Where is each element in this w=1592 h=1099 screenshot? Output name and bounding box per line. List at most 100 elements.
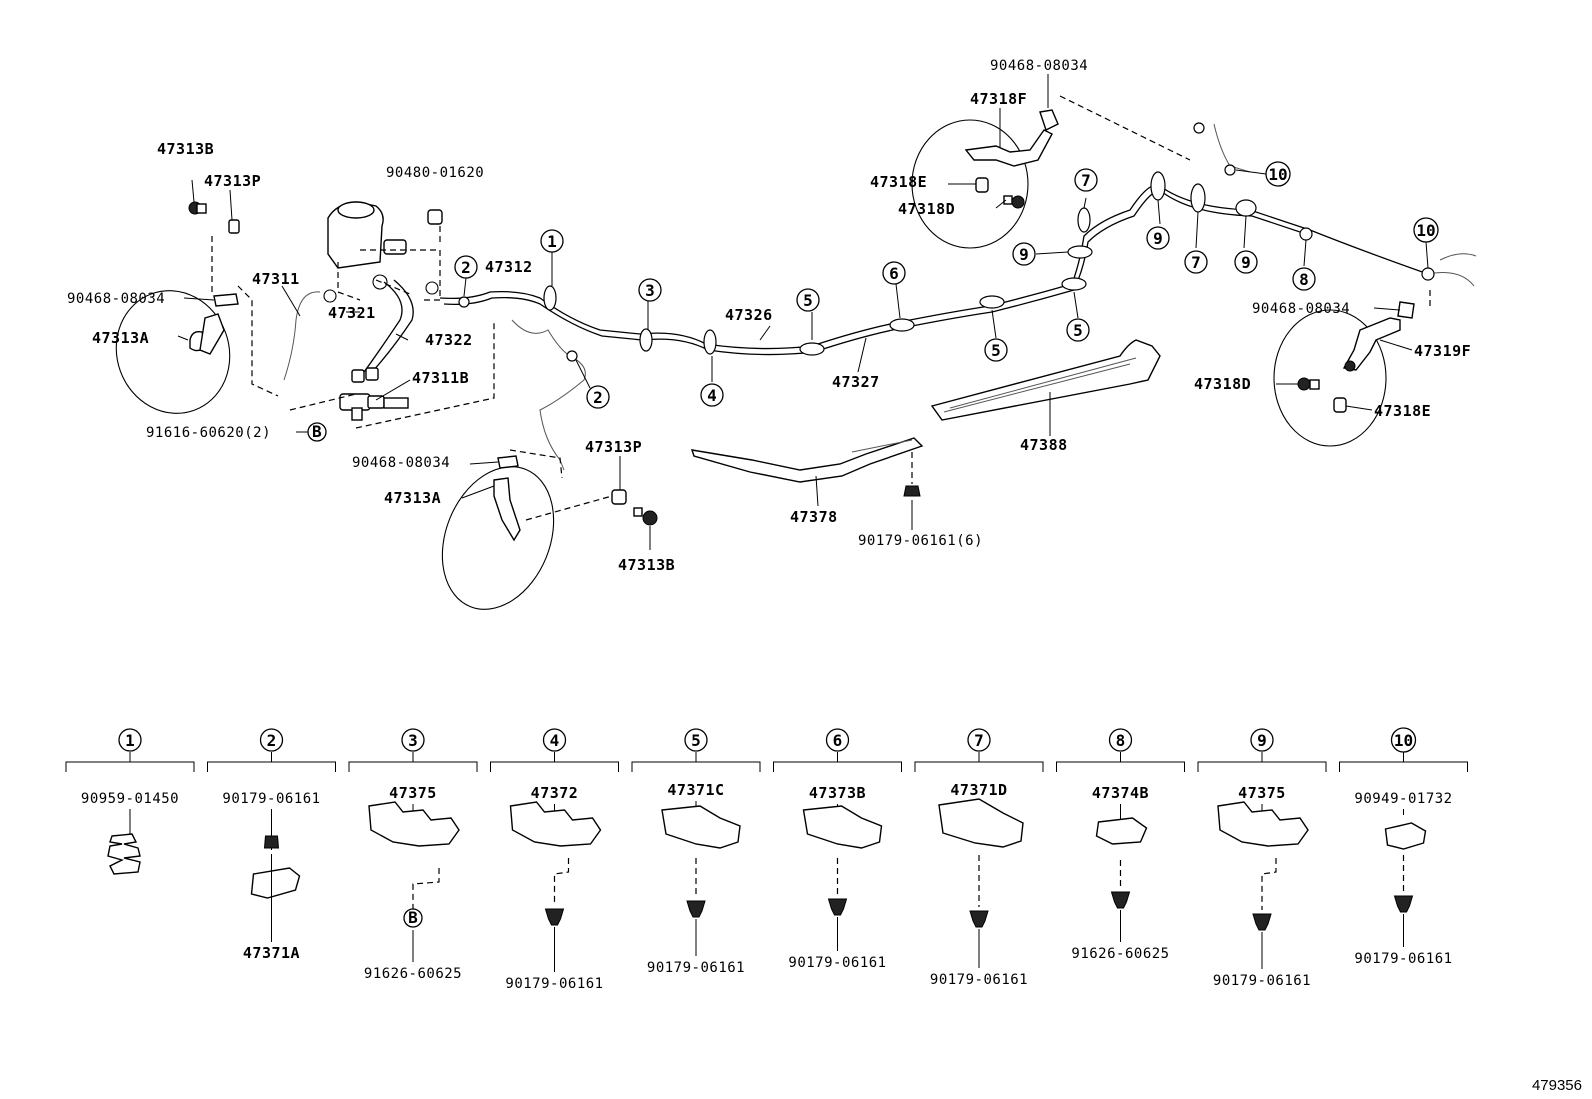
clip-callout-number: 5 — [691, 731, 701, 750]
marker-b-circle — [307, 422, 327, 442]
clip-bottom-label: 90179-06161 — [1213, 973, 1311, 989]
label-90179-6: 90179-06161(6) — [858, 533, 983, 549]
gasket-icon — [228, 219, 240, 234]
clip-callout-number: 2 — [267, 731, 277, 750]
label-47312: 47312 — [485, 258, 533, 276]
clip-callout-number: 6 — [833, 731, 843, 750]
clip-nut-icon — [903, 485, 921, 497]
clip-nut-icon — [686, 900, 706, 918]
svg-text:5: 5 — [803, 291, 813, 310]
clip-top-label: 90959-01450 — [81, 791, 179, 807]
svg-text:6: 6 — [889, 264, 899, 283]
hose-clip-icon — [1397, 301, 1415, 319]
svg-text:10: 10 — [1416, 221, 1435, 240]
clip-callout-number: 7 — [974, 731, 984, 750]
flexible-hose-icon — [964, 129, 1053, 167]
svg-text:10: 10 — [1268, 165, 1287, 184]
label-90468-top: 90468-08034 — [990, 58, 1088, 74]
clip-icon — [661, 805, 741, 849]
clip-bottom-label: 90179-06161 — [505, 976, 603, 992]
flexible-hose-icon — [493, 477, 521, 542]
svg-text:9: 9 — [1019, 245, 1029, 264]
clip-bottom-label: 90179-06161 — [788, 955, 886, 971]
hose-clip-icon — [213, 293, 239, 307]
clip-icon — [368, 801, 460, 847]
label-47326: 47326 — [725, 306, 773, 324]
gasket-icon — [611, 489, 627, 505]
clip-reference-table: 190959-01450290179-0616147371A347375B916… — [65, 727, 1468, 992]
callout-markers: 1 2 2 3 4 5 5 5 6 7 7 8 9 9 9 10 10 — [454, 161, 1439, 409]
marker-b-circle — [403, 908, 423, 928]
callout-7a: 7 — [1074, 168, 1098, 192]
front-right-hose-assembly: 90468-08034 47313A 47313P 47313B — [352, 438, 675, 610]
clip-nut-icon — [827, 898, 848, 916]
clip-icon — [1384, 822, 1427, 850]
svg-text:8: 8 — [1299, 270, 1309, 289]
clip-callout-number: 4 — [550, 731, 560, 750]
tube-protectors: 47388 47378 90179-06161(6) — [690, 339, 1161, 549]
label-47327: 47327 — [832, 373, 880, 391]
callout-9b: 9 — [1146, 226, 1170, 250]
clip-icon — [938, 798, 1024, 848]
clip-icon — [250, 867, 301, 899]
callout-6: 6 — [882, 261, 906, 285]
callout-10a: 10 — [1265, 161, 1291, 187]
nut-icon — [263, 835, 280, 849]
clip-column-10: 10 90949-01732 90179-06161 — [1339, 727, 1468, 967]
clip-bottom-label: 47371A — [243, 944, 300, 962]
svg-text:5: 5 — [1073, 321, 1083, 340]
callout-5b: 5 — [984, 338, 1008, 362]
label-47313A-a: 47313A — [92, 329, 149, 347]
clip-top-label: 47371C — [667, 781, 724, 799]
clip-bottom-label: 90179-06161 — [930, 972, 1028, 988]
flexible-hose-icon — [1342, 317, 1401, 371]
rear-right-hose-assembly: 90468-08034 47319F 47318D 47318E — [1194, 301, 1471, 447]
master-cylinder-area: 47311 90480-01620 47321 47322 47312 4731… — [146, 165, 533, 442]
label-47311: 47311 — [252, 270, 300, 288]
hose-clip-icon — [497, 455, 519, 469]
svg-text:7: 7 — [1081, 171, 1091, 190]
callout-4: 4 — [700, 383, 724, 407]
clip-top-label: 90949-01732 — [1354, 791, 1452, 807]
svg-text:2: 2 — [593, 388, 603, 407]
union-bolt-icon — [188, 201, 207, 215]
label-47313B-a: 47313B — [157, 140, 214, 158]
illustration-id: 479356 — [1532, 1077, 1582, 1094]
callout-8: 8 — [1292, 267, 1316, 291]
clip-top-label: 47374B — [1092, 784, 1149, 802]
svg-text:9: 9 — [1241, 253, 1251, 272]
clip-top-label: 90179-06161 — [222, 791, 320, 807]
callout-2b: 2 — [586, 385, 610, 409]
clip-bottom-label: 90179-06161 — [647, 960, 745, 976]
clip-column-2: 2 90179-06161 47371A — [207, 728, 336, 962]
marker-b-label: B — [312, 422, 322, 441]
union-bolt-icon — [633, 507, 658, 526]
clip-icon — [509, 801, 602, 847]
callout-5a: 5 — [796, 288, 820, 312]
label-47313P-a: 47313P — [204, 172, 261, 190]
label-90468-r: 90468-08034 — [1252, 301, 1350, 317]
clip-nut-icon — [1110, 891, 1131, 909]
svg-text:1: 1 — [547, 232, 557, 251]
clip-bottom-label: 90179-06161 — [1354, 951, 1452, 967]
callout-10b: 10 — [1413, 217, 1439, 243]
clip-callout-number: 3 — [408, 731, 418, 750]
label-90468-b: 90468-08034 — [352, 455, 450, 471]
front-left-hose-assembly: 47313B 47313P 90468-08034 47313A — [67, 140, 279, 414]
svg-text:9: 9 — [1153, 229, 1163, 248]
clip-icon — [107, 833, 141, 875]
clip-callout-number: 9 — [1257, 731, 1267, 750]
clip-top-label: 47372 — [531, 784, 579, 802]
clip-bottom-label: 91626-60625 — [1071, 946, 1169, 962]
clip-callout-number: 10 — [1394, 731, 1413, 750]
clip-top-label: 47375 — [389, 784, 437, 802]
proportioning-valve-icon — [339, 393, 409, 421]
label-90480: 90480-01620 — [386, 165, 484, 181]
label-47378: 47378 — [790, 508, 838, 526]
label-47319F: 47319F — [1414, 342, 1471, 360]
